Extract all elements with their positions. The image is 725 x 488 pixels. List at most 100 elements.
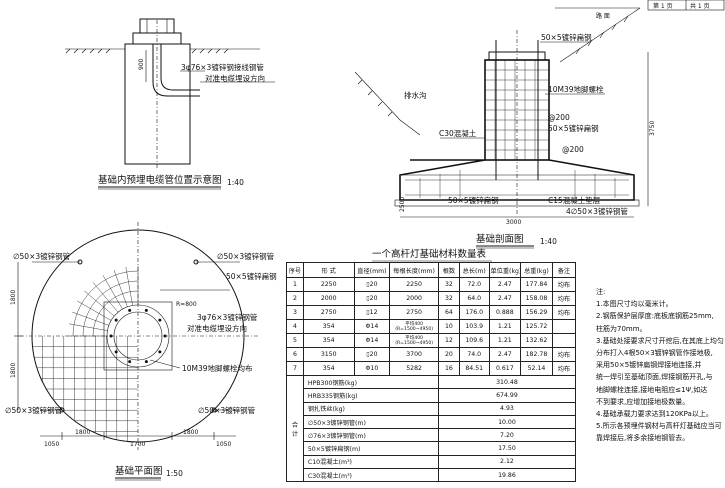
pipe-br-label: ∅50×3镀锌钢管 — [198, 405, 256, 415]
summary-value: 7.20 — [437, 428, 577, 443]
table-cell: 72.0 — [458, 277, 490, 292]
notes-heading: 注: — [596, 288, 606, 296]
anchor-bolt — [144, 360, 148, 364]
summary-row: HRB335钢筋(kg)674.99 — [287, 388, 577, 403]
table-header-cell: 总长(m) — [458, 262, 490, 278]
spacing2-label: @200 — [562, 145, 584, 154]
pipe-diagram-title: 基础内预埋电缆管位置示意图 — [98, 174, 222, 186]
anchor-bolt — [114, 350, 118, 354]
table-header-row: 序号形 式直径(mm)每根长度(mm)根数总长(m)单位重(kg)总重(kg)备… — [286, 262, 577, 278]
radial-bar — [69, 323, 108, 331]
summary-value: 17.50 — [437, 441, 577, 456]
table-header-cell: 备注 — [551, 262, 577, 278]
ring-bar — [92, 290, 139, 337]
table-header-cell: 总重(kg) — [520, 262, 553, 278]
section-view-title: 基础剖面图 — [476, 233, 524, 245]
note-line: 4.基础承载力要求达到120KPa以上。 — [596, 410, 713, 419]
note-line: 1.本图尺寸均以毫米计。 — [596, 300, 673, 309]
cable-dir-label: 对准电缆埋设方向 — [187, 323, 247, 333]
pipe-diagram-scale: 1:40 — [227, 178, 244, 187]
table-cell: 均布 — [551, 291, 577, 306]
note-line: 不到要求,应增加接地极数量。 — [596, 397, 690, 406]
table-cell: 2 — [286, 291, 304, 306]
table-cell: 64.0 — [458, 291, 490, 306]
note-line: 2.钢筋保护层厚度:底板底钢筋25mm, — [596, 312, 714, 321]
table-cell: 1 — [286, 277, 304, 292]
concrete-label: C30混凝土 — [439, 128, 477, 138]
note-line: 采用50×5镀锌扁钢焊接地连接,并 — [596, 361, 702, 370]
drain-label: 排水沟 — [404, 90, 427, 100]
table-cell: 16 — [437, 361, 460, 376]
summary-row: C30混凝土(m³)19.86 — [287, 468, 577, 483]
table-cell: 125.72 — [520, 319, 553, 334]
summary-value: 674.99 — [437, 388, 577, 403]
table-cell: 2.47 — [488, 347, 522, 362]
ring-bar — [72, 270, 139, 337]
table-cell: 32 — [437, 291, 460, 306]
radial-bar — [77, 300, 112, 321]
radial-bar — [72, 311, 109, 326]
anchor-bolt — [158, 350, 162, 354]
summary-value: 4.93 — [437, 401, 577, 416]
table-cell: 354 — [302, 333, 355, 348]
radial-bar — [102, 275, 123, 310]
radial-bar — [125, 267, 133, 306]
summary-label: C10混凝土(m³) — [302, 454, 439, 470]
summary-value: 10.00 — [437, 414, 577, 430]
summary-row: ∅76×3镀锌钢管(m)7.20 — [287, 428, 577, 443]
page-total: 共 1 页 — [690, 2, 710, 10]
anchor-bolt — [158, 318, 162, 322]
summary-label: 钢扎铁丝(kg) — [302, 401, 439, 416]
notes: 注: 1.本图尺寸均以毫米计。2.钢筋保护层厚度:底板底钢筋25mm, 柱筋为7… — [596, 286, 724, 445]
table-cell: 158.08 — [520, 291, 553, 306]
table-header-cell: 直径(mm) — [353, 262, 391, 278]
flat-steel3-label: 50×5镀锌扁钢 — [448, 195, 499, 205]
summary-row: 50×5镀锌扁钢(m)17.50 — [287, 441, 577, 456]
table-cell: ▯12 — [353, 305, 391, 320]
anchor-bolt — [128, 360, 132, 364]
summary-side-label: 合 计 — [286, 374, 304, 483]
table-cell: 103.9 — [458, 319, 490, 334]
pipe-label: 3φ76×3镀锌钢接线钢管 — [181, 62, 264, 72]
section-view: 路 面 排水沟 — [354, 7, 656, 249]
flat-label: 50×5镀锌扁钢 — [226, 271, 277, 281]
table-cell: 132.62 — [520, 333, 553, 348]
summary-label: ∅76×3镀锌钢管(m) — [302, 428, 439, 443]
table-cell: 2750 — [389, 305, 439, 320]
pipe-dim: 900 — [138, 58, 145, 70]
plan-view-scale: 1:50 — [166, 469, 183, 478]
left-dim2: 1800 — [10, 363, 17, 378]
radial-bar — [84, 290, 115, 317]
plan-bolt-label: 10M39地脚螺栓均布 — [182, 363, 253, 373]
table-cell: 177.84 — [520, 277, 553, 292]
anchor-bolt — [114, 318, 118, 322]
table-cell: 64 — [437, 305, 460, 320]
table-cell: 3 — [286, 305, 304, 320]
pipe-bl-label: ∅50×3镀锌钢管 — [5, 405, 63, 415]
table-cell: 12 — [437, 333, 460, 348]
anchor-bolt — [109, 334, 113, 338]
radial-bar — [92, 282, 119, 313]
summary-label: C30混凝土(m³) — [302, 468, 439, 483]
table-cell: 1.21 — [488, 333, 522, 348]
note-line: 3.基础处接要求尺寸开挖后,在其底上均匀 — [596, 336, 724, 345]
spacing1-label: @200 — [548, 113, 570, 122]
table-cell: 32 — [437, 277, 460, 292]
table-cell: 2250 — [302, 277, 355, 292]
table-cell: 2.47 — [488, 277, 522, 292]
note-line: 地脚螺栓连接,接地电阻应≤1Ψ,如达 — [596, 385, 708, 394]
table-cell: 2000 — [302, 291, 355, 306]
table-cell: 156.29 — [520, 305, 553, 320]
base-dim: 2500 — [399, 197, 406, 212]
summary-value: 2.12 — [437, 454, 577, 470]
cable-label: 对准电缆埋设方向 — [205, 73, 265, 83]
table-cell: 2250 — [389, 277, 439, 292]
table-cell: 平均400 (R=1500~4950) — [389, 333, 439, 348]
ring-bar — [82, 280, 139, 337]
table-header-cell: 形 式 — [302, 262, 355, 278]
